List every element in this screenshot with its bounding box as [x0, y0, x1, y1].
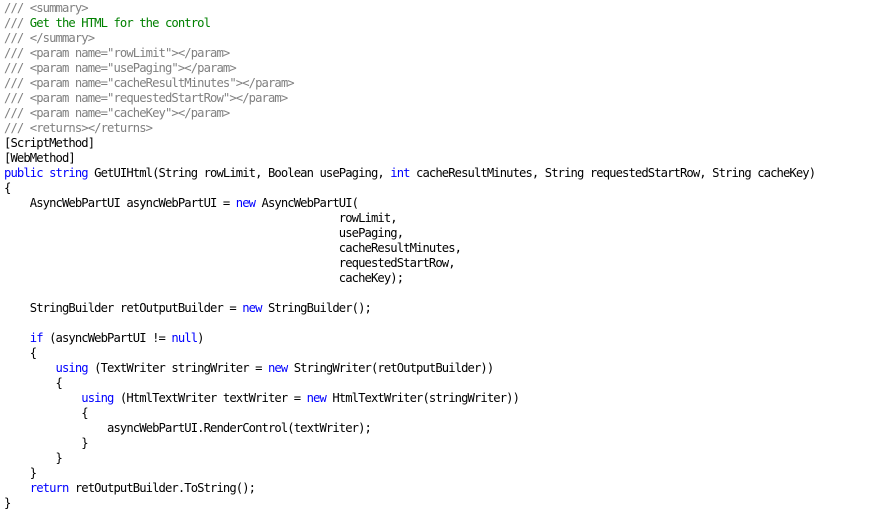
keyword-token: int — [390, 166, 410, 180]
code-line: /// <param name="requestedStartRow"></pa… — [4, 91, 895, 106]
keyword-token: null — [171, 331, 198, 345]
code-line: StringBuilder retOutputBuilder = new Str… — [4, 301, 895, 316]
comment-token: /// <summary> — [4, 1, 89, 15]
keyword-token: return — [29, 481, 70, 495]
code-token: { — [4, 376, 63, 390]
code-line: AsyncWebPartUI asyncWebPartUI = new Asyn… — [4, 196, 895, 211]
comment-token: /// </summary> — [4, 31, 95, 45]
keyword-token: if — [29, 331, 44, 345]
code-line: } — [4, 466, 895, 481]
code-line: /// Get the HTML for the control — [4, 16, 895, 31]
keyword-token: using — [81, 391, 114, 405]
code-line — [4, 316, 895, 331]
code-token: StringBuilder(); — [261, 301, 372, 315]
code-line: [WebMethod] — [4, 151, 895, 166]
code-line: [ScriptMethod] — [4, 136, 895, 151]
code-line: { — [4, 406, 895, 421]
code-token — [4, 391, 81, 405]
code-token: [WebMethod] — [4, 151, 76, 165]
keyword-token: using — [55, 361, 89, 375]
comment-token: /// <param name="cacheKey"></param> — [4, 106, 230, 120]
code-token: AsyncWebPartUI( — [255, 196, 359, 210]
code-line: /// <summary> — [4, 1, 895, 16]
code-token: StringBuilder retOutputBuilder = — [4, 301, 243, 315]
code-token: usePaging, — [4, 226, 404, 240]
code-line: { — [4, 346, 895, 361]
code-line: requestedStartRow, — [4, 256, 895, 271]
code-token: rowLimit, — [4, 211, 398, 225]
code-token: (asyncWebPartUI != — [42, 331, 172, 345]
code-line: } — [4, 436, 895, 451]
keyword-token: new — [267, 361, 288, 375]
code-token: retOutputBuilder.ToString(); — [68, 481, 256, 495]
code-line: usePaging, — [4, 226, 895, 241]
code-token: requestedStartRow, — [4, 256, 456, 270]
keyword-token: new — [306, 391, 327, 405]
code-token: { — [4, 181, 11, 195]
code-line: } — [4, 496, 895, 511]
code-token: ) — [197, 331, 204, 345]
code-token: } — [4, 466, 37, 480]
code-line: if (asyncWebPartUI != null) — [4, 331, 895, 346]
code-token: StringWriter(retOutputBuilder)) — [287, 361, 494, 375]
comment-token: /// <param name="cacheResultMinutes"></p… — [4, 76, 295, 90]
code-token: HtmlTextWriter(stringWriter)) — [325, 391, 520, 405]
code-token: { — [4, 406, 88, 420]
code-line: } — [4, 451, 895, 466]
comment-token: /// <param name="usePaging"></param> — [4, 61, 237, 75]
code-token: AsyncWebPartUI asyncWebPartUI = — [4, 196, 236, 210]
code-token: cacheResultMinutes, — [4, 241, 462, 255]
code-block: /// <summary>/// Get the HTML for the co… — [4, 1, 895, 511]
code-line: { — [4, 181, 895, 196]
code-token: GetUIHtml(String rowLimit, Boolean usePa… — [87, 166, 391, 180]
code-token: (HtmlTextWriter textWriter = — [113, 391, 307, 405]
keyword-token: new — [235, 196, 256, 210]
code-line: rowLimit, — [4, 211, 895, 226]
code-token: } — [4, 451, 63, 465]
comment-token: /// <returns></returns> — [4, 121, 153, 135]
code-line: /// </summary> — [4, 31, 895, 46]
comment-text-token: Get the HTML for the control — [29, 16, 211, 30]
code-token: [ScriptMethod] — [4, 136, 95, 150]
comment-token: /// <param name="rowLimit"></param> — [4, 46, 230, 60]
code-token: cacheKey); — [4, 271, 404, 285]
keyword-token: string — [49, 166, 89, 180]
comment-token: /// <param name="requestedStartRow"></pa… — [4, 91, 288, 105]
code-line: public string GetUIHtml(String rowLimit,… — [4, 166, 895, 181]
code-line — [4, 286, 895, 301]
code-line: /// <param name="cacheKey"></param> — [4, 106, 895, 121]
keyword-token: new — [242, 301, 262, 315]
code-token: asyncWebPartUI.RenderControl(textWriter)… — [4, 421, 372, 435]
code-line: using (HtmlTextWriter textWriter = new H… — [4, 391, 895, 406]
code-line: using (TextWriter stringWriter = new Str… — [4, 361, 895, 376]
code-token — [4, 361, 56, 375]
code-token — [4, 331, 30, 345]
code-token: { — [4, 346, 37, 360]
code-token: cacheResultMinutes, String requestedStar… — [409, 166, 816, 180]
code-line: cacheResultMinutes, — [4, 241, 895, 256]
comment-token: /// — [4, 16, 30, 30]
code-token: } — [4, 436, 88, 450]
code-line: /// <param name="rowLimit"></param> — [4, 46, 895, 61]
code-token: } — [4, 496, 11, 510]
code-line: { — [4, 376, 895, 391]
code-line: /// <param name="cacheResultMinutes"></p… — [4, 76, 895, 91]
code-token: (TextWriter stringWriter = — [87, 361, 268, 375]
code-line: /// <param name="usePaging"></param> — [4, 61, 895, 76]
code-line: return retOutputBuilder.ToString(); — [4, 481, 895, 496]
code-token — [4, 481, 30, 495]
code-line: cacheKey); — [4, 271, 895, 286]
keyword-token: public — [4, 166, 44, 180]
code-line: /// <returns></returns> — [4, 121, 895, 136]
code-line: asyncWebPartUI.RenderControl(textWriter)… — [4, 421, 895, 436]
